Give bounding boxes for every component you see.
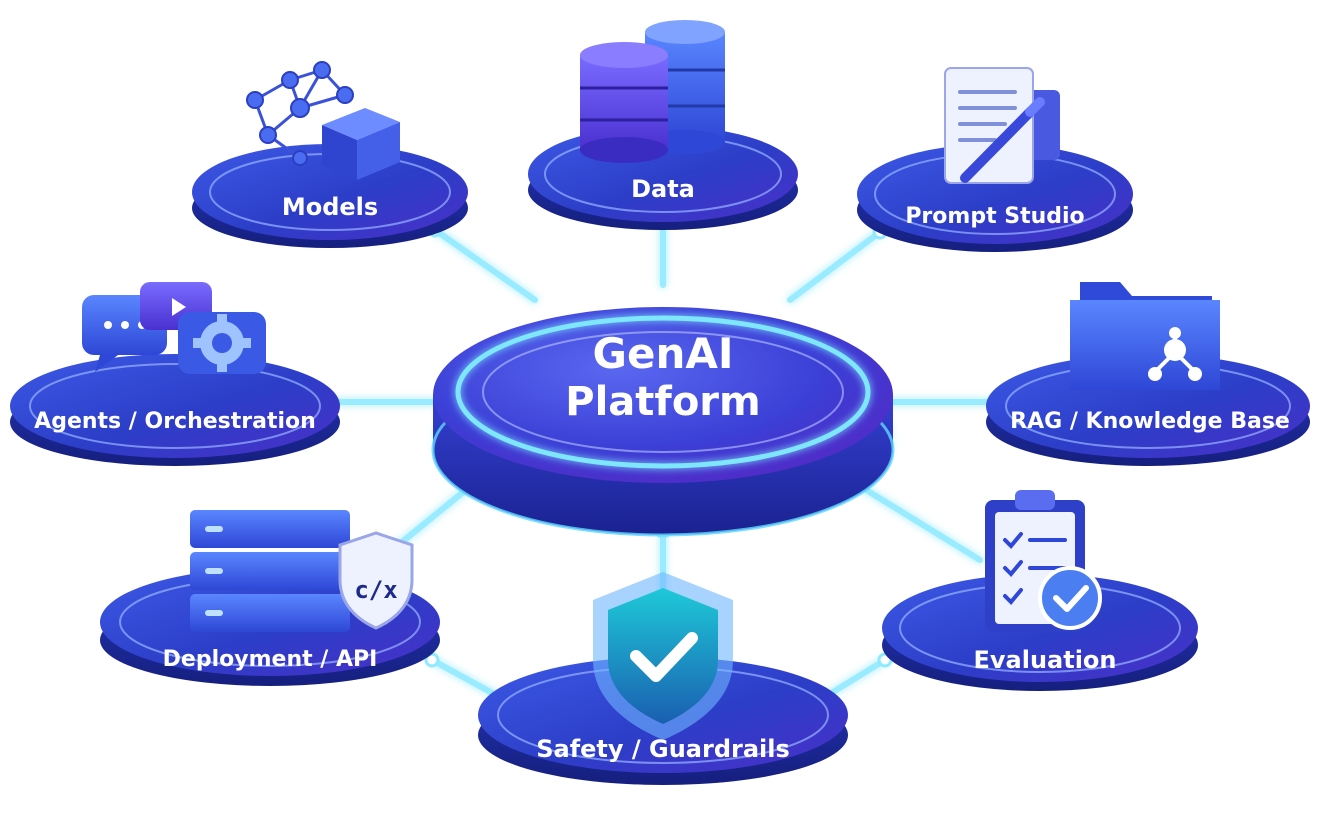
label-agents: Agents / Orchestration xyxy=(34,409,316,434)
hub-title-line2: Platform xyxy=(565,379,760,425)
module-prompt-studio: Prompt Studio xyxy=(857,67,1133,252)
hub-title-line1: GenAI xyxy=(593,329,734,378)
label-safety: Safety / Guardrails xyxy=(536,735,790,763)
shield-check-icon xyxy=(593,572,733,740)
label-data: Data xyxy=(631,175,695,203)
module-models: Models xyxy=(192,61,468,248)
module-safety: Safety / Guardrails xyxy=(478,572,848,785)
code-glyph: c/x xyxy=(354,576,397,604)
label-models: Models xyxy=(282,193,378,221)
connector-models xyxy=(432,227,538,303)
label-evaluation: Evaluation xyxy=(973,646,1116,674)
connectors xyxy=(332,207,993,703)
document-pen-icon xyxy=(944,67,1060,184)
network-cube-icon xyxy=(246,61,400,180)
chat-gear-icon xyxy=(82,282,266,374)
label-prompt-studio: Prompt Studio xyxy=(905,204,1084,229)
label-deployment: Deployment / API xyxy=(163,647,378,672)
module-agents: Agents / Orchestration xyxy=(10,282,340,466)
connector-prompt-studio xyxy=(787,229,883,303)
clipboard-check-icon xyxy=(985,490,1102,632)
folder-network-icon xyxy=(1070,282,1220,390)
module-data: Data xyxy=(528,20,798,230)
module-evaluation: Evaluation xyxy=(882,490,1198,691)
module-deployment: c/x Deployment / API xyxy=(100,510,440,686)
database-icon xyxy=(580,20,725,163)
label-rag: RAG / Knowledge Base xyxy=(1010,409,1290,434)
hub-platform: GenAI Platform xyxy=(431,307,895,537)
server-code-shield-icon: c/x xyxy=(190,510,414,632)
module-rag: RAG / Knowledge Base xyxy=(986,282,1310,466)
connector-evaluation xyxy=(847,477,983,563)
